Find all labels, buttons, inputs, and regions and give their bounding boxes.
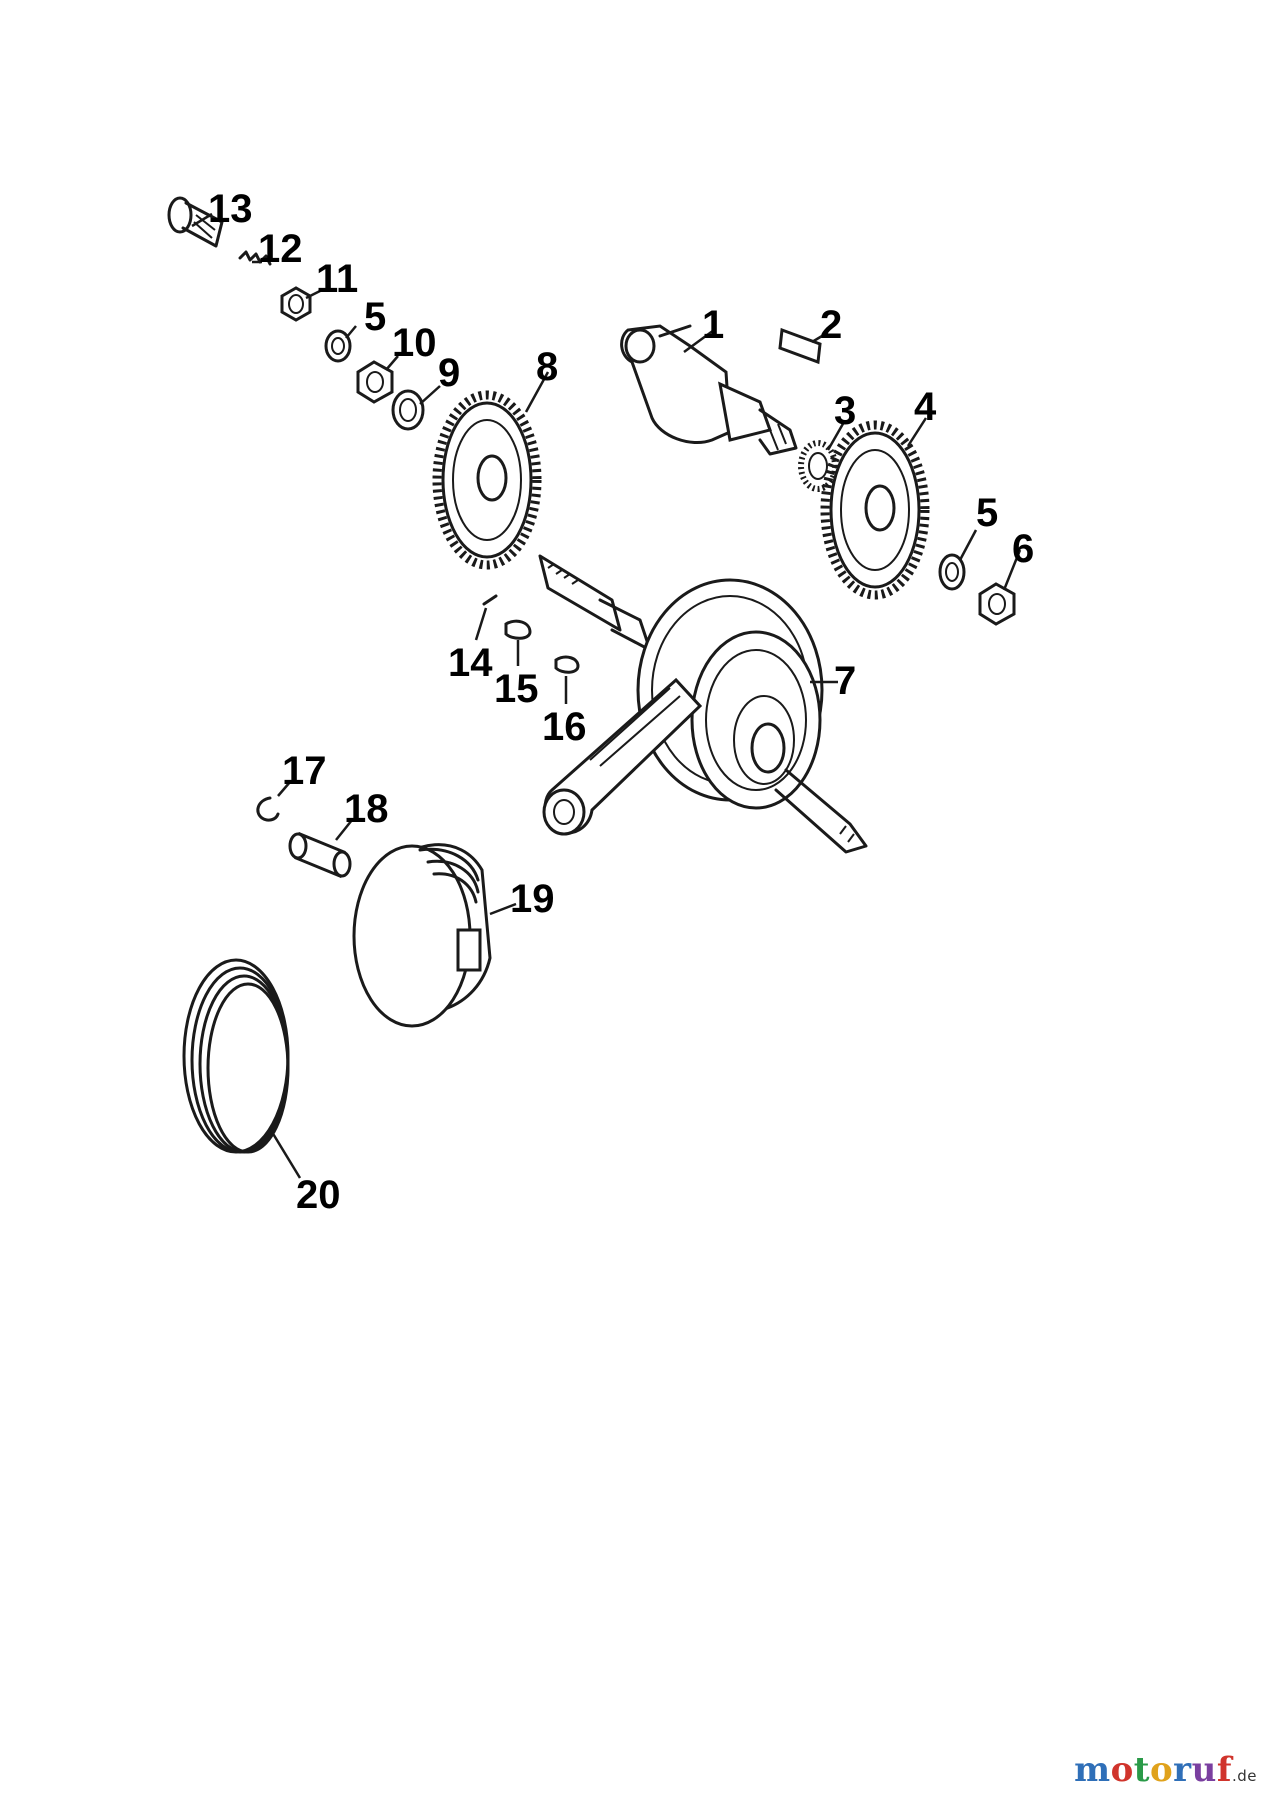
label-7: 7: [834, 659, 856, 703]
watermark-letter: t: [1133, 1750, 1150, 1790]
label-3: 3: [834, 389, 856, 433]
watermark-letter: f: [1216, 1750, 1232, 1790]
label-2: 2: [820, 303, 842, 347]
label-11: 11: [316, 257, 358, 301]
label-18: 18: [344, 787, 389, 831]
leader-lines: [191, 212, 1022, 1179]
part-5-washer-lower: [938, 553, 966, 591]
label-6: 6: [1012, 527, 1034, 571]
label-4: 4: [914, 385, 937, 429]
watermark-letter: u: [1191, 1750, 1217, 1790]
part-11-nut: [280, 286, 312, 322]
part-18-piston-pin: [288, 831, 352, 879]
label-9: 9: [438, 351, 460, 395]
label-17: 17: [282, 749, 327, 793]
part-13-pin: [167, 196, 224, 248]
part-15-key: [504, 619, 532, 640]
label-10: 10: [392, 321, 437, 365]
part-5-washer-upper: [324, 329, 352, 363]
label-1: 1: [702, 303, 724, 347]
watermark-letter: r: [1173, 1750, 1192, 1790]
part-17-circlip: [256, 796, 280, 822]
part-7-crankshaft: [538, 554, 868, 854]
part-14-key: [482, 594, 498, 606]
part-2-key: [778, 327, 822, 365]
label-13: 13: [208, 187, 253, 231]
part-1-balancer-shaft: [620, 324, 798, 456]
part-6-nut: [978, 582, 1016, 626]
watermark-logo: motoruf.de: [1074, 1750, 1257, 1790]
label-16: 16: [542, 705, 587, 749]
watermark-letter: m: [1074, 1750, 1111, 1790]
label-12: 12: [258, 227, 303, 271]
watermark-letter: o: [1110, 1750, 1134, 1790]
watermark-letter: o: [1149, 1750, 1174, 1790]
label-8: 8: [536, 345, 558, 389]
part-9-washer: [391, 389, 425, 431]
watermark-suffix: .de: [1231, 1767, 1257, 1785]
part-20-piston-ring-set: [182, 958, 290, 1154]
part-8-gear: [432, 390, 542, 570]
part-4-gear: [820, 420, 930, 600]
part-number-labels: 1 2 3 4 5 5 6 7 8 9 10 11 12 13 14 15 16…: [208, 187, 1034, 1217]
label-5-lower: 5: [976, 491, 998, 535]
label-20: 20: [296, 1173, 341, 1217]
part-12-spring: [238, 250, 272, 266]
label-14: 14: [448, 641, 493, 685]
label-19: 19: [510, 877, 555, 921]
label-15: 15: [494, 667, 539, 711]
label-5-upper: 5: [364, 295, 386, 339]
part-19-piston: [352, 843, 492, 1028]
part-16-key: [554, 655, 580, 674]
part-10-nut: [356, 360, 394, 404]
